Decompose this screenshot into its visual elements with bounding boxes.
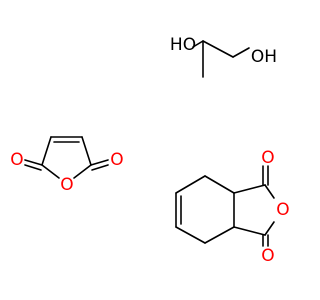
- tetrahydrophthalic-anhydride-structure: O O O: [175, 148, 290, 266]
- ring-bond-lower: [233, 226, 266, 236]
- oxygen-label-ring: O: [60, 175, 73, 195]
- oxygen-label-bottom: O: [261, 246, 274, 266]
- bond-c-oh: [232, 47, 250, 58]
- hex-bond-top: [204, 175, 235, 194]
- oxygen-label-left: O: [10, 150, 23, 170]
- carbonyl-right-1: [90, 159, 109, 166]
- bond-ho-c: [192, 40, 204, 48]
- carbonyl-left-2: [24, 164, 42, 171]
- ring-bond-left-o: [41, 164, 60, 179]
- ring-bond-lower-o: [264, 221, 275, 236]
- hydroxyl-label-right: OH: [251, 47, 277, 67]
- maleic-anhydride-structure: O O O: [10, 136, 124, 195]
- ring-bond-upper-o: [264, 184, 275, 199]
- oxygen-label-top: O: [261, 148, 274, 168]
- hex-bond-bottom: [204, 226, 235, 244]
- bond-c-c: [202, 40, 234, 58]
- hex-bond-top-left: [175, 175, 206, 194]
- carbonyl-left-1: [24, 159, 43, 166]
- ring-bond-upper: [233, 184, 266, 194]
- oxygen-label-ring: O: [276, 200, 289, 220]
- ring-bond-left: [41, 136, 52, 166]
- hex-bond-bottom-left: [175, 226, 206, 244]
- oxygen-label-right: O: [110, 150, 123, 170]
- hydroxyl-label-left: HO: [170, 35, 196, 55]
- chemical-structures-canvas: HO OH O O O: [0, 0, 300, 300]
- carbonyl-right-2: [91, 164, 109, 171]
- propylene-glycol-structure: HO OH: [170, 35, 277, 78]
- ring-bond-right: [81, 136, 92, 166]
- canvas-background: [0, 0, 300, 300]
- ring-bond-right-o: [73, 164, 92, 179]
